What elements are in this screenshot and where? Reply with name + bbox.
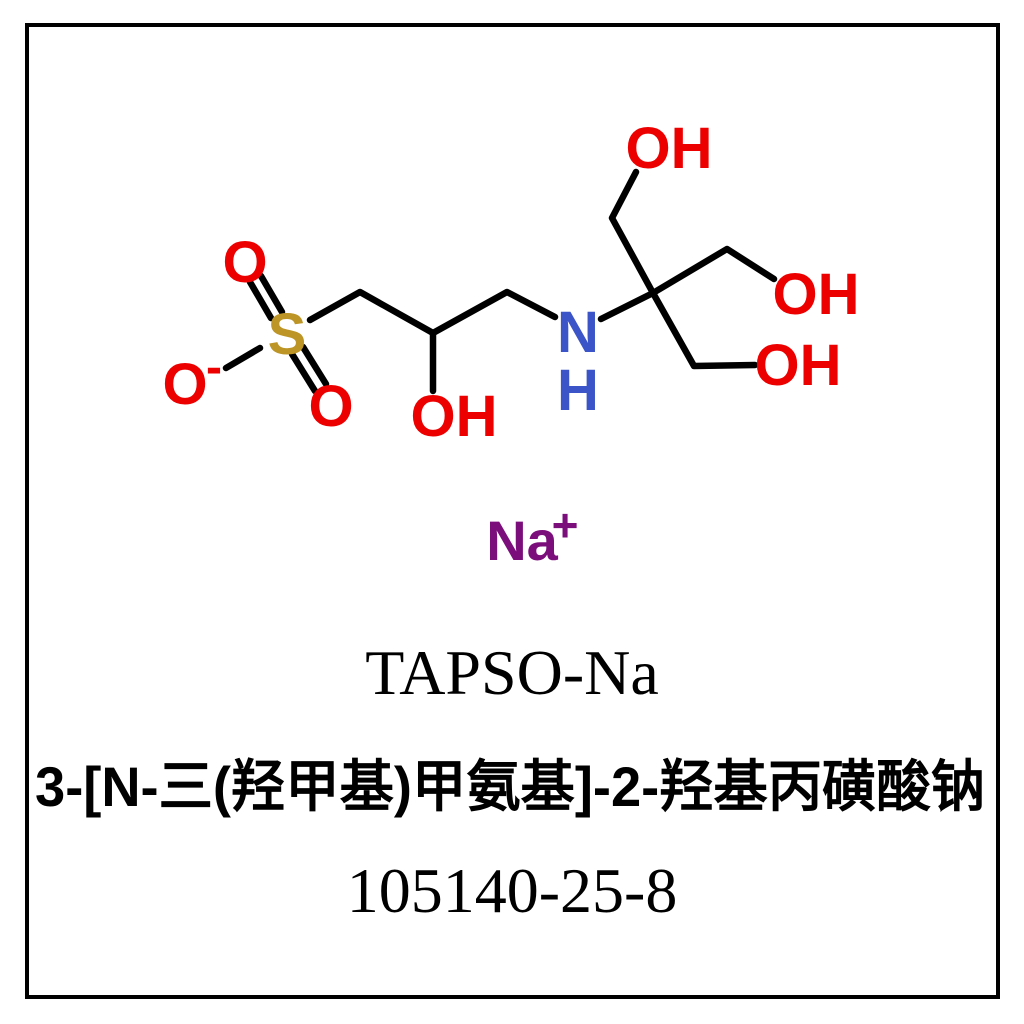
atom-label-hydroxymethyl-middle: OH [773, 262, 860, 327]
sodium-ion-label: Na [486, 509, 558, 572]
atom-label-oxygen-double-top: O [222, 230, 267, 295]
bond-c4-arm-middle [649, 245, 778, 297]
border-frame [25, 23, 1000, 999]
bond-s-obottom-2 [299, 343, 330, 388]
atom-label-hydroxymethyl-bottom: OH [755, 333, 842, 398]
caption-chinese-name: 3-[N-三(羟甲基)甲氨基]-2-羟基丙磺酸钠 [35, 755, 985, 818]
bond-s-obottom-1 [288, 350, 319, 395]
caption-cas-number: 105140-25-8 [347, 855, 678, 926]
atom-label-sulfur: S [268, 302, 307, 367]
atom-label-hydroxymethyl-top: OH [626, 116, 713, 181]
bond-group [222, 168, 778, 395]
bond-oanion-s [222, 344, 264, 372]
atom-label-oxygen-anion: O [162, 352, 207, 417]
bond-c4-arm-bottom [649, 289, 759, 370]
atom-label-oxygen-double-bottom: O [308, 374, 353, 439]
bond-s-otop-1 [257, 272, 286, 316]
atom-label-hydroxyl-c2: OH [411, 384, 498, 449]
bond-s-otop-2 [246, 278, 275, 322]
atom-label-nh-hydrogen: H [557, 358, 599, 423]
bond-n-c4-arm-top [597, 168, 657, 323]
atom-label-nitrogen: N [557, 300, 599, 365]
bond-main-chain [306, 288, 559, 337]
anion-charge-label: - [206, 341, 222, 394]
sodium-charge-label: + [552, 499, 579, 551]
caption-abbreviation: TAPSO-Na [365, 637, 659, 708]
